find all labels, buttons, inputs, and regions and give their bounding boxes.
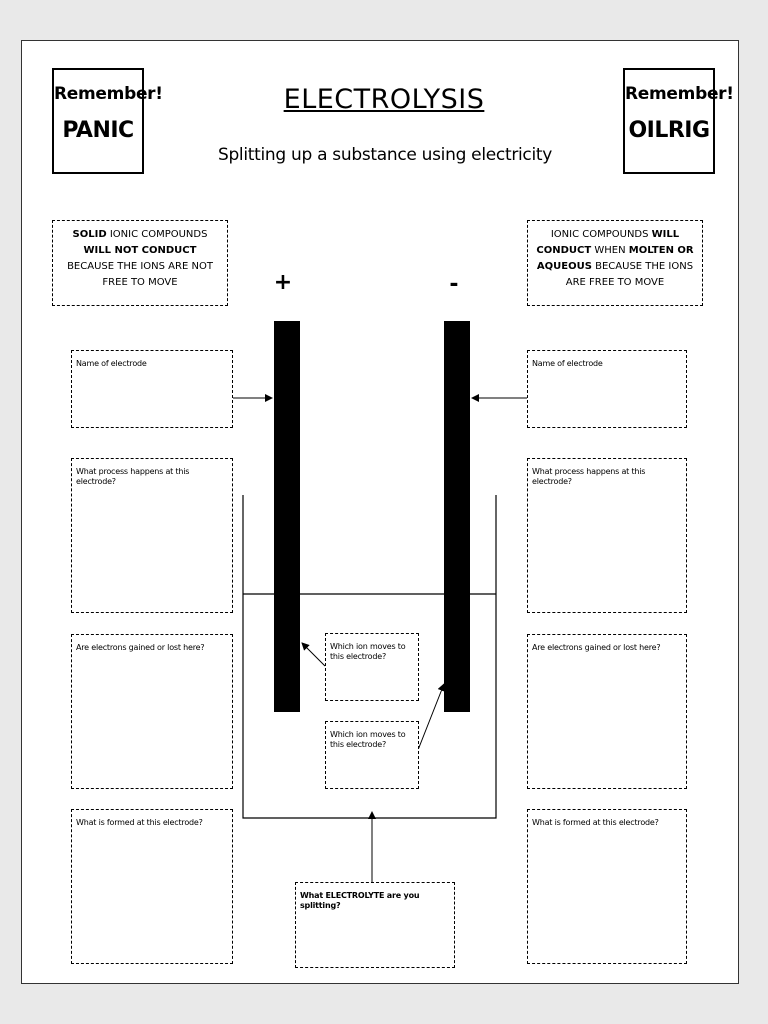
fact-text: IONIC COMPOUNDS bbox=[550, 229, 652, 240]
question-label: What process happens at this electrode? bbox=[532, 467, 646, 486]
question-label: Name of electrode bbox=[532, 359, 603, 368]
question-label: Which ion moves to this electrode? bbox=[330, 730, 406, 749]
solid-ionic-fact-box: SOLID IONIC COMPOUNDS WILL NOT CONDUCT B… bbox=[52, 220, 228, 306]
right-formed-box[interactable]: What is formed at this electrode? bbox=[527, 809, 687, 964]
left-formed-box[interactable]: What is formed at this electrode? bbox=[71, 809, 233, 964]
question-label: What process happens at this electrode? bbox=[76, 467, 190, 486]
remember-oilrig-box: Remember! OILRIG bbox=[623, 68, 734, 174]
question-label: What ELECTROLYTE are you splitting? bbox=[300, 891, 420, 910]
right-process-box[interactable]: What process happens at this electrode? bbox=[527, 458, 687, 613]
electrolyte-box[interactable]: What ELECTROLYTE are you splitting? bbox=[295, 882, 455, 968]
remember-label: Remember! bbox=[625, 84, 734, 104]
remember-panic-box: Remember! PANIC bbox=[52, 68, 163, 174]
molten-ionic-fact-box: IONIC COMPOUNDS WILL CONDUCT WHEN MOLTEN… bbox=[527, 220, 703, 306]
oilrig-mnemonic: OILRIG bbox=[628, 118, 710, 143]
fact-text: BECAUSE THE IONS ARE FREE TO MOVE bbox=[565, 261, 694, 288]
fact-text: BECAUSE THE IONS ARE NOT FREE TO MOVE bbox=[67, 261, 213, 288]
question-label: Are electrons gained or lost here? bbox=[76, 643, 205, 652]
positive-sign: + bbox=[273, 270, 293, 295]
question-label: Name of electrode bbox=[76, 359, 147, 368]
remember-label: Remember! bbox=[54, 84, 163, 104]
panic-mnemonic: PANIC bbox=[62, 118, 134, 143]
fact-text: WHEN bbox=[591, 245, 629, 256]
question-label: What is formed at this electrode? bbox=[532, 818, 659, 827]
fact-bold: WILL NOT CONDUCT bbox=[83, 245, 197, 256]
cathode-electrode bbox=[444, 321, 470, 712]
right-electrons-box[interactable]: Are electrons gained or lost here? bbox=[527, 634, 687, 789]
left-process-box[interactable]: What process happens at this electrode? bbox=[71, 458, 233, 613]
anode-electrode bbox=[274, 321, 300, 712]
fact-bold: SOLID bbox=[72, 229, 107, 240]
question-label: What is formed at this electrode? bbox=[76, 818, 203, 827]
left-electrode-name-box[interactable]: Name of electrode bbox=[71, 350, 233, 428]
fact-bold: MOLTEN OR AQUEOUS bbox=[536, 245, 694, 272]
page-subtitle: Splitting up a substance using electrici… bbox=[217, 145, 553, 165]
ion-to-anode-box[interactable]: Which ion moves to this electrode? bbox=[325, 633, 419, 701]
arrow-ion-to-cathode bbox=[417, 683, 446, 751]
page-title: ELECTROLYSIS bbox=[283, 84, 485, 115]
fact-bold: WILL CONDUCT bbox=[536, 229, 680, 256]
ion-to-cathode-box[interactable]: Which ion moves to this electrode? bbox=[325, 721, 419, 789]
negative-sign: - bbox=[449, 272, 459, 297]
fact-text: IONIC COMPOUNDS bbox=[106, 229, 208, 240]
arrow-ion-to-anode bbox=[301, 642, 326, 667]
question-label: Which ion moves to this electrode? bbox=[330, 642, 406, 661]
question-label: Are electrons gained or lost here? bbox=[532, 643, 661, 652]
right-electrode-name-box[interactable]: Name of electrode bbox=[527, 350, 687, 428]
left-electrons-box[interactable]: Are electrons gained or lost here? bbox=[71, 634, 233, 789]
